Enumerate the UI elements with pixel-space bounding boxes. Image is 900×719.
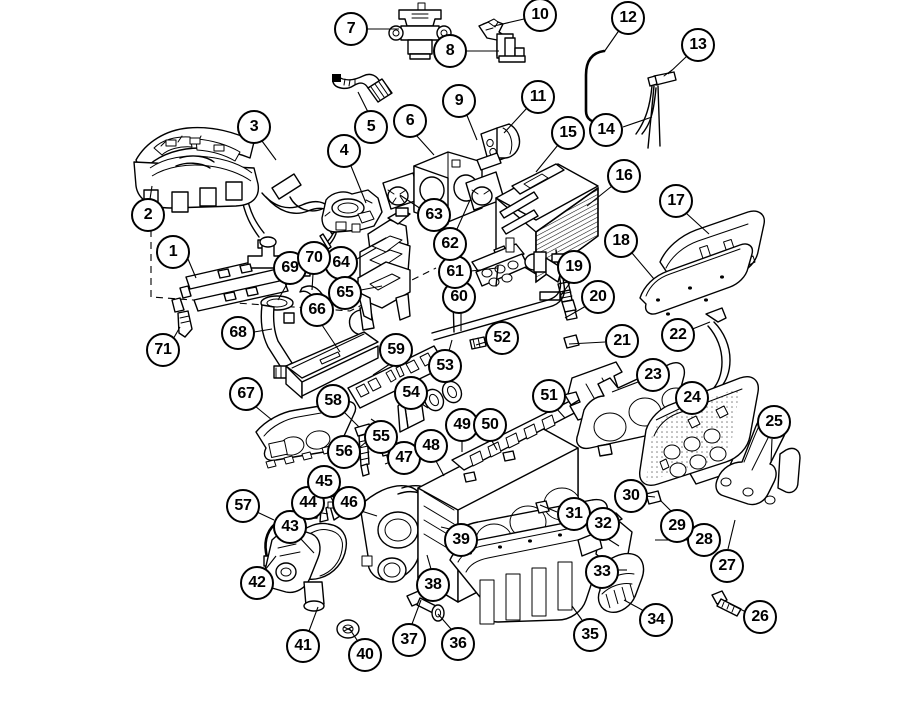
callout-10[interactable]: 10: [523, 0, 557, 32]
part-26-bolt: [711, 590, 742, 617]
callout-42[interactable]: 42: [240, 566, 274, 600]
callout-23[interactable]: 23: [636, 358, 670, 392]
part-29-30-small: [645, 490, 662, 505]
callout-19[interactable]: 19: [557, 250, 591, 284]
part-21-fitting: [563, 334, 580, 349]
callout-51[interactable]: 51: [532, 379, 566, 413]
callout-32[interactable]: 32: [586, 507, 620, 541]
callout-25[interactable]: 25: [757, 405, 791, 439]
part-2-upper-intake-manifold: [133, 126, 260, 213]
callout-45[interactable]: 45: [307, 465, 341, 499]
callout-50[interactable]: 50: [473, 408, 507, 442]
callout-26[interactable]: 26: [743, 600, 777, 634]
callout-63[interactable]: 63: [417, 198, 451, 232]
callout-37[interactable]: 37: [392, 623, 426, 657]
callout-5[interactable]: 5: [354, 110, 388, 144]
callout-58[interactable]: 58: [316, 384, 350, 418]
callout-33[interactable]: 33: [585, 555, 619, 589]
part-12-hose: [584, 49, 606, 125]
callout-59[interactable]: 59: [379, 333, 413, 367]
part-8-10-bracket: [478, 18, 526, 63]
part-41-42-water-pump: [263, 528, 325, 612]
callout-20[interactable]: 20: [581, 280, 615, 314]
callout-38[interactable]: 38: [416, 568, 450, 602]
callout-34[interactable]: 34: [639, 603, 673, 637]
part-5-hose: [332, 73, 393, 103]
callout-17[interactable]: 17: [659, 184, 693, 218]
callout-54[interactable]: 54: [394, 376, 428, 410]
callout-57[interactable]: 57: [226, 489, 260, 523]
part-62-gasket: [465, 171, 505, 211]
callout-21[interactable]: 21: [605, 324, 639, 358]
callout-67[interactable]: 67: [229, 377, 263, 411]
callout-22[interactable]: 22: [661, 318, 695, 352]
callout-15[interactable]: 15: [551, 116, 585, 150]
part-17-18-valve-cover: [639, 210, 765, 316]
callout-12[interactable]: 12: [611, 1, 645, 35]
part-64-65-egr-assembly: [357, 207, 411, 321]
callout-56[interactable]: 56: [327, 435, 361, 469]
callout-8[interactable]: 8: [433, 34, 467, 68]
callout-68[interactable]: 68: [221, 316, 255, 350]
part-27-28-cylinder-head: [639, 376, 759, 486]
part-71-injector: [177, 310, 193, 338]
callout-1[interactable]: 1: [156, 235, 190, 269]
part-66-rail: [285, 331, 379, 399]
part-52-plug: [469, 336, 487, 350]
callout-52[interactable]: 52: [485, 321, 519, 355]
callout-18[interactable]: 18: [604, 224, 638, 258]
callout-11[interactable]: 11: [521, 80, 555, 114]
leader-lines: [149, 18, 773, 644]
callout-2[interactable]: 2: [131, 198, 165, 232]
part-1-fuel-rail: [171, 236, 311, 313]
callout-14[interactable]: 14: [589, 113, 623, 147]
part-68-69-filler-tube: [260, 295, 295, 379]
part-36-40-fasteners: [336, 548, 445, 639]
callout-71[interactable]: 71: [146, 333, 180, 367]
callout-9[interactable]: 9: [442, 84, 476, 118]
callout-41[interactable]: 41: [286, 629, 320, 663]
part-13-14-dipstick: [635, 69, 677, 149]
callout-55[interactable]: 55: [364, 420, 398, 454]
callout-4[interactable]: 4: [327, 134, 361, 168]
callout-7[interactable]: 7: [334, 12, 368, 46]
callout-24[interactable]: 24: [675, 381, 709, 415]
callout-46[interactable]: 46: [332, 486, 366, 520]
callout-53[interactable]: 53: [428, 349, 462, 383]
callout-40[interactable]: 40: [348, 638, 382, 672]
callout-13[interactable]: 13: [681, 28, 715, 62]
callout-39[interactable]: 39: [444, 523, 478, 557]
callout-61[interactable]: 61: [438, 255, 472, 289]
callout-35[interactable]: 35: [573, 618, 607, 652]
callout-65[interactable]: 65: [328, 276, 362, 310]
callout-36[interactable]: 36: [441, 627, 475, 661]
callout-29[interactable]: 29: [660, 509, 694, 543]
callout-43[interactable]: 43: [273, 510, 307, 544]
callout-27[interactable]: 27: [710, 549, 744, 583]
callout-3[interactable]: 3: [237, 110, 271, 144]
callout-30[interactable]: 30: [614, 479, 648, 513]
callout-6[interactable]: 6: [393, 104, 427, 138]
callout-62[interactable]: 62: [433, 227, 467, 261]
callout-49[interactable]: 49: [445, 408, 479, 442]
part-9-11-egr: [476, 123, 521, 171]
callout-70[interactable]: 70: [297, 241, 331, 275]
part-4-throttle-body: [321, 189, 383, 233]
callout-48[interactable]: 48: [414, 429, 448, 463]
callout-16[interactable]: 16: [607, 159, 641, 193]
callout-66[interactable]: 66: [300, 293, 334, 327]
